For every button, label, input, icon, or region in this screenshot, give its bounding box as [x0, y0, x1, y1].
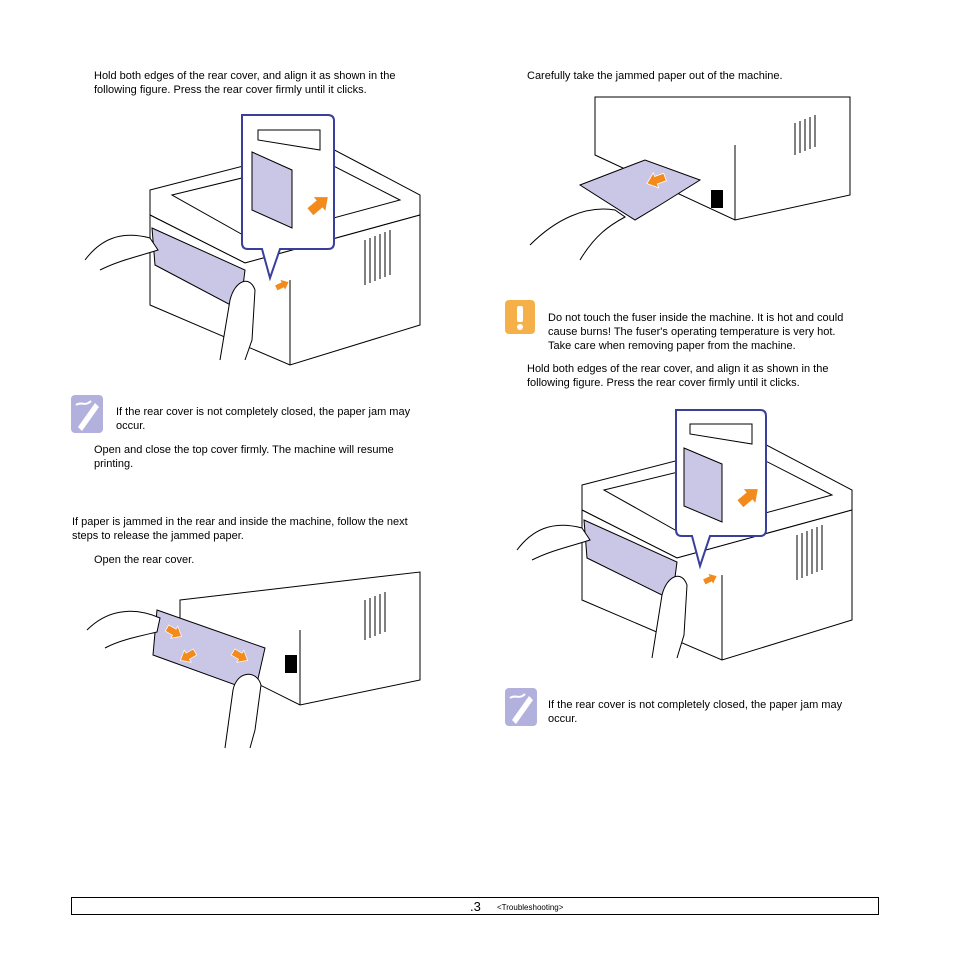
section-name: <Troubleshooting>	[497, 903, 564, 912]
figure-remove-jammed-paper	[529, 96, 851, 261]
figure-open-rear-cover	[86, 571, 421, 749]
step-rear-cover-align-line2: following figure. Press the rear cover f…	[94, 84, 367, 96]
step-rear-cover-align-right-line1: Hold both edges of the rear cover, and a…	[527, 363, 829, 375]
caution-exclamation-icon	[505, 300, 535, 334]
page-footer: .3 <Troubleshooting>	[71, 897, 879, 915]
figure-close-rear-cover-right	[516, 409, 853, 661]
caution-fuser-line3: Take care when removing paper from the m…	[548, 340, 796, 352]
note-rear-cover-line1: If the rear cover is not completely clos…	[116, 406, 411, 418]
step-close-top-cover-line1: Open and close the top cover firmly. The…	[94, 444, 394, 456]
step-take-paper-out: Carefully take the jammed paper out of t…	[527, 70, 783, 82]
step-open-rear-cover: Open the rear cover.	[94, 554, 195, 566]
figure-close-rear-cover	[84, 114, 421, 366]
step-close-top-cover-line2: printing.	[94, 458, 134, 470]
note-rear-cover-right-line2: occur.	[548, 713, 578, 725]
intro-rear-jam-line2: steps to release the jammed paper.	[72, 530, 244, 542]
note-pencil-icon-right	[505, 688, 537, 726]
note-rear-cover-right-line1: If the rear cover is not completely clos…	[548, 699, 843, 711]
page-number: .3	[470, 899, 481, 914]
note-rear-cover-line2: occur.	[116, 420, 146, 432]
intro-rear-jam-line1: If paper is jammed in the rear and insid…	[72, 516, 408, 528]
step-rear-cover-align-line1: Hold both edges of the rear cover, and a…	[94, 70, 396, 82]
caution-fuser-line2: cause burns! The fuser's operating tempe…	[548, 326, 836, 338]
step-rear-cover-align-right-line2: following figure. Press the rear cover f…	[527, 377, 800, 389]
note-pencil-icon	[71, 395, 103, 433]
caution-fuser-line1: Do not touch the fuser inside the machin…	[548, 312, 844, 324]
